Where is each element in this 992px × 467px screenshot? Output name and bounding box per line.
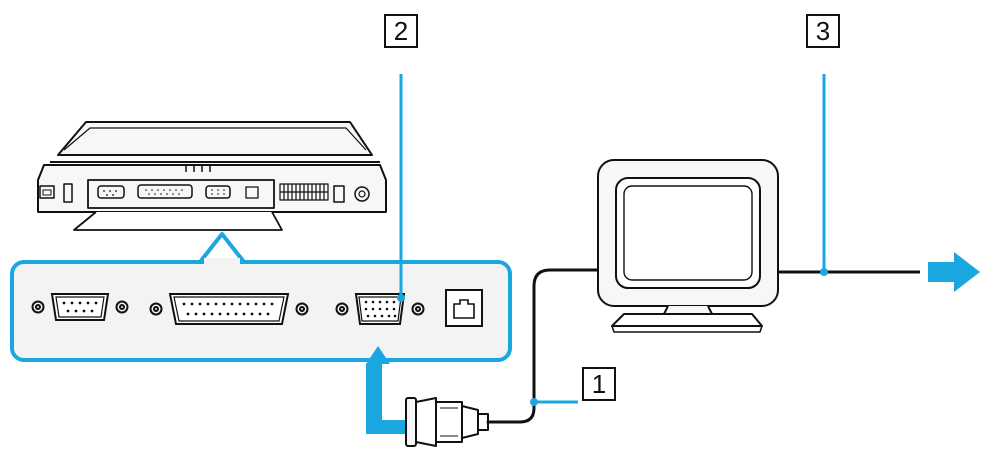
monitor-cable — [486, 268, 602, 424]
monitor-icon — [597, 159, 779, 333]
vga-port-icon — [335, 293, 425, 325]
modem-port-icon — [445, 289, 483, 327]
vga-plug-icon — [405, 397, 489, 447]
insertion-arrow-shaft — [366, 364, 382, 434]
vent-grille-icon — [279, 183, 329, 201]
port-panel-zoom — [10, 232, 512, 362]
callout-3: 3 — [806, 14, 840, 48]
parallel-port-icon — [149, 293, 309, 325]
leader-dot-vga — [397, 294, 405, 302]
leader-lines — [399, 74, 826, 404]
arrow-right-icon — [928, 252, 980, 292]
laptop-icon — [37, 121, 387, 231]
leader-dot-power — [820, 268, 828, 276]
callout-1: 1 — [582, 367, 616, 401]
insertion-arrow-foot — [366, 420, 410, 434]
callout-2: 2 — [384, 14, 418, 48]
leader-dot-cable — [530, 398, 538, 406]
status-indicator-icon — [185, 166, 211, 172]
serial-port-icon — [31, 293, 129, 321]
